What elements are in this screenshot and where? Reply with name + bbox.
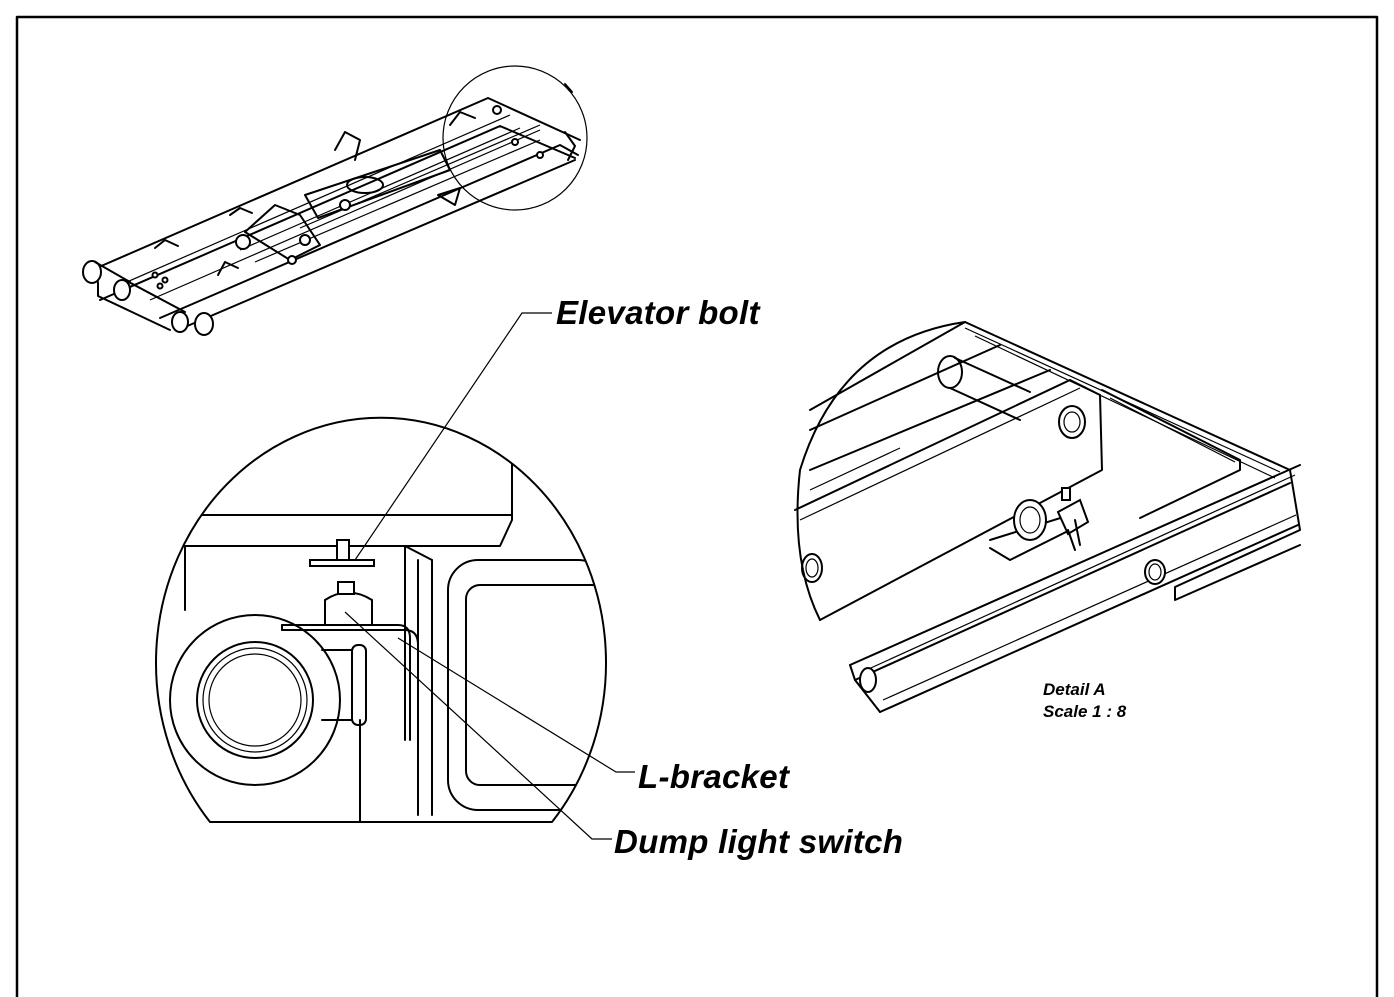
- detail-title: Detail A: [1043, 680, 1106, 699]
- overview-assembly: [82, 65, 588, 336]
- elevator-bolt-label: Elevator bolt: [556, 294, 760, 331]
- page-border: [15, 15, 1379, 997]
- detail-scale: Scale 1 : 8: [1043, 702, 1127, 721]
- detail-a-view: [794, 321, 1301, 713]
- dump-light-switch-label: Dump light switch: [614, 823, 904, 860]
- l-bracket-label: L-bracket: [638, 758, 790, 795]
- leader-lines: [344, 312, 635, 840]
- detail-circle-view: [155, 416, 607, 823]
- detail-caption: Detail A Scale 1 : 8: [1043, 679, 1126, 723]
